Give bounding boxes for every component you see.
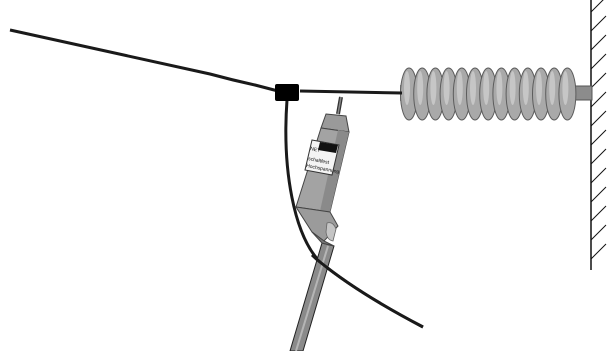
- insulator-disc-highlight: [522, 71, 529, 105]
- wall-hatch-stroke: [590, 129, 607, 146]
- insulator-disc-highlight: [536, 71, 542, 105]
- wall-hatch-icon: [590, 0, 607, 270]
- wall-hatch-stroke: [590, 34, 607, 51]
- wall-hatch-stroke: [590, 91, 607, 108]
- wall-hatch-stroke: [590, 243, 607, 260]
- insulator-disc-highlight: [443, 71, 450, 105]
- voltage-tester-icon: NET schaltfest Hochspannung: [294, 96, 350, 247]
- insulator-disc-highlight: [470, 71, 476, 105]
- hot-stick-icon: [289, 242, 335, 351]
- insulator-disc-highlight: [549, 71, 556, 105]
- wall-hatch-stroke: [590, 186, 607, 203]
- insulator-disc-highlight: [509, 71, 516, 105]
- insulator-disc-highlight: [430, 71, 437, 105]
- insulator-disc-highlight: [562, 71, 569, 105]
- insulator-disc-highlight: [456, 71, 463, 105]
- tester-label-plate: NET schaltfest Hochspannung: [304, 139, 340, 176]
- wall-hatch-stroke: [590, 167, 607, 184]
- insulator-string-icon: [400, 67, 593, 121]
- insulator-disc-highlight: [483, 71, 490, 105]
- insulator-disc-highlight: [417, 71, 424, 105]
- overhead-conductor: [9, 28, 279, 93]
- wall-hatch-stroke: [590, 110, 607, 127]
- insulator-disc-highlight: [496, 71, 503, 105]
- wall-hatch-stroke: [590, 72, 607, 89]
- wall-hatch-stroke: [590, 148, 607, 165]
- tester-label-line-1: NET: [310, 146, 321, 154]
- tester-label-line-2: schaltfest: [308, 156, 330, 166]
- wall-hatch-stroke: [590, 205, 607, 222]
- insulator-disc-highlight: [404, 71, 410, 105]
- conductor-to-insulator: [299, 89, 403, 95]
- t-clamp-icon: [275, 84, 299, 101]
- wall-hatch-stroke: [590, 15, 607, 32]
- wall-hatch-stroke: [590, 53, 607, 70]
- branch-conductor-front: [310, 253, 424, 329]
- wall-hatch-stroke: [590, 224, 607, 241]
- wall-hatch-stroke: [590, 0, 604, 13]
